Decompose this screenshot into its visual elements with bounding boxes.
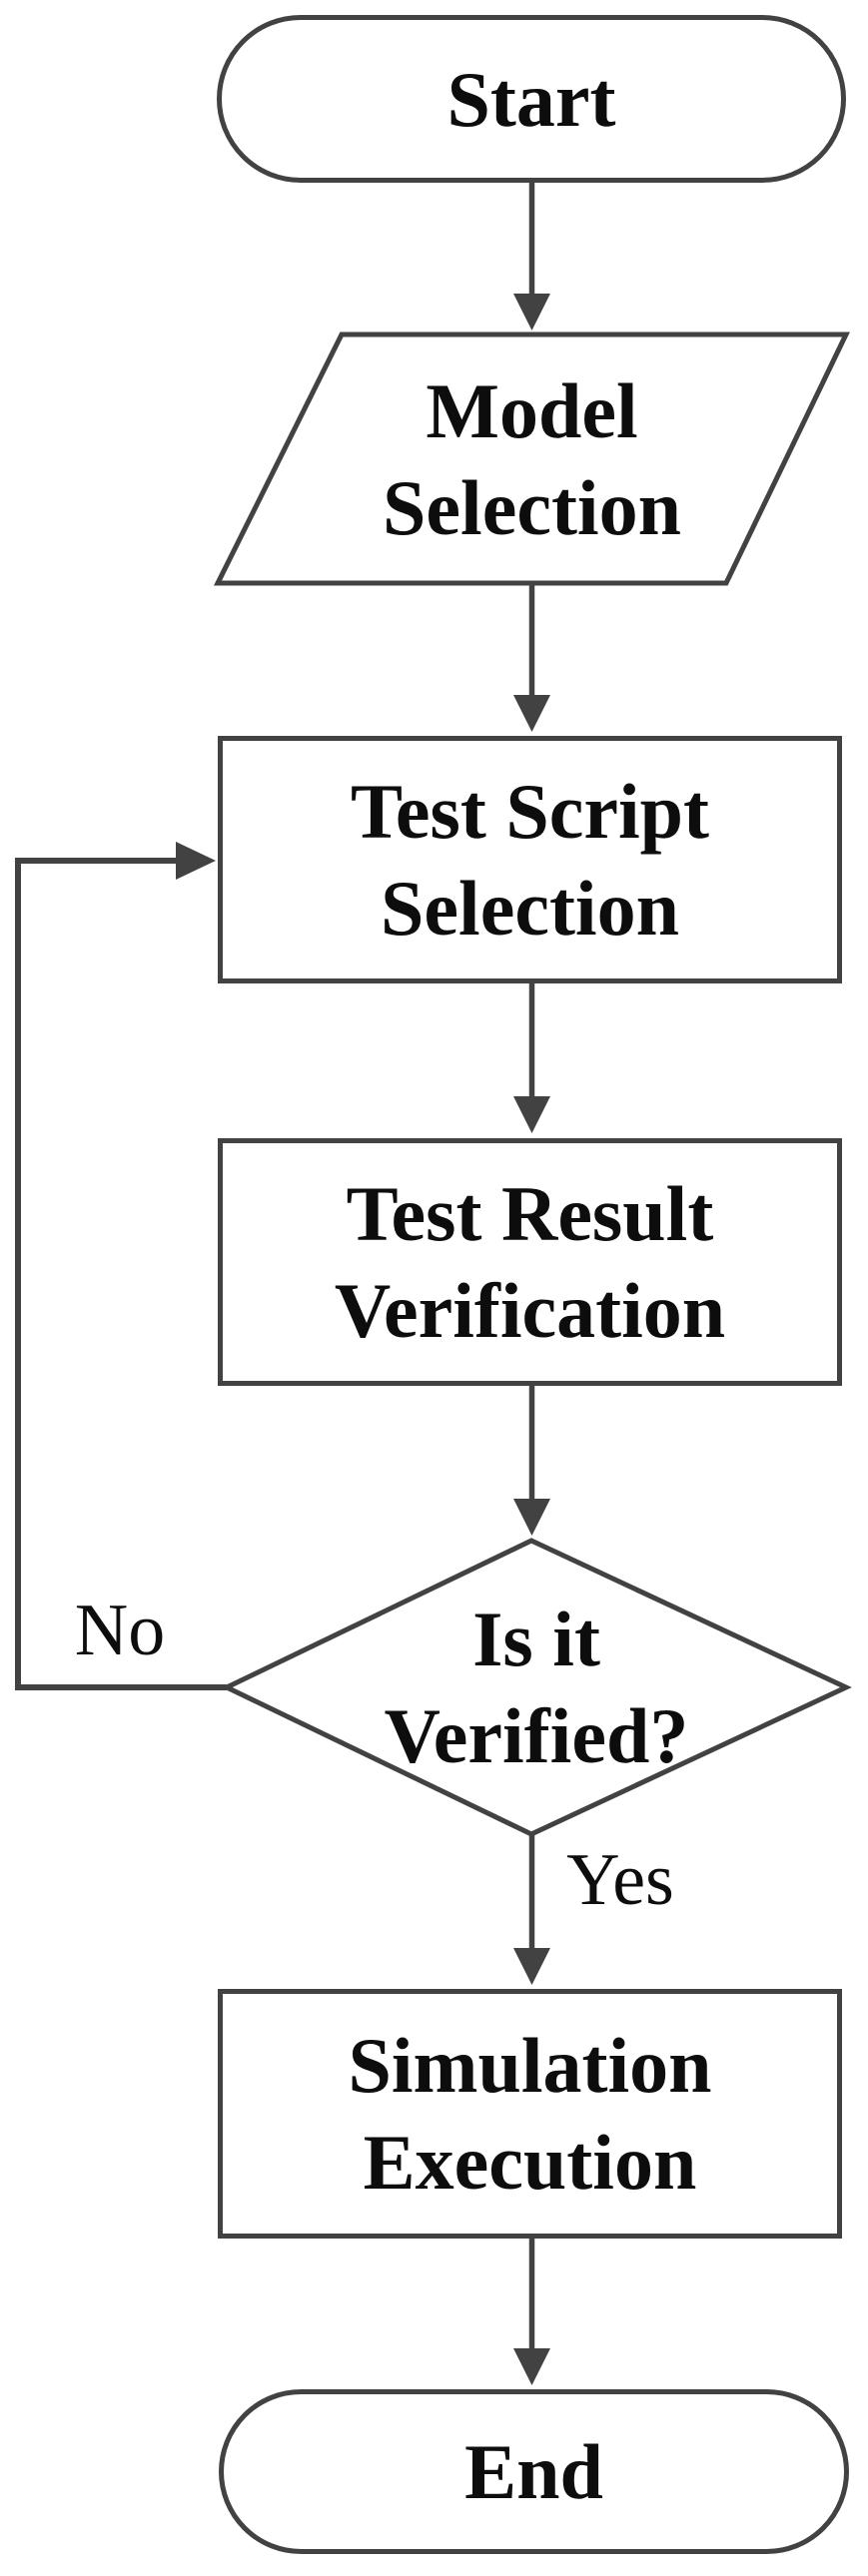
arrowhead-decision-to-simulation-icon	[513, 1948, 550, 1985]
simulation-execution-node: Simulation Execution	[218, 1989, 842, 2239]
arrowhead-simulation-to-end-icon	[513, 2348, 550, 2385]
test-script-selection-label: Test Script Selection	[351, 768, 709, 952]
arrowhead-start-to-model-selection-icon	[513, 294, 550, 330]
end-label: End	[464, 2428, 603, 2515]
model-selection-node	[213, 331, 850, 586]
edge-label-no: No	[74, 1590, 166, 1671]
arrowhead-test-script-to-test-result-icon	[513, 1096, 550, 1133]
test-result-verification-node: Test Result Verification	[218, 1138, 842, 1386]
test-result-verification-label: Test Result Verification	[334, 1170, 726, 1354]
start-label: Start	[446, 55, 616, 143]
is-it-verified-node	[221, 1538, 852, 1837]
start-node: Start	[217, 15, 846, 183]
edge-label-yes: Yes	[566, 1839, 674, 1921]
end-node: End	[219, 2389, 849, 2554]
no-loop-arrowhead-icon	[176, 842, 216, 880]
test-script-selection-node: Test Script Selection	[218, 736, 842, 983]
arrowhead-model-selection-to-test-script-icon	[513, 695, 550, 732]
simulation-execution-label: Simulation Execution	[348, 2022, 712, 2206]
no-loop-connector	[15, 858, 227, 1690]
arrowhead-test-result-to-decision-icon	[513, 1499, 550, 1536]
